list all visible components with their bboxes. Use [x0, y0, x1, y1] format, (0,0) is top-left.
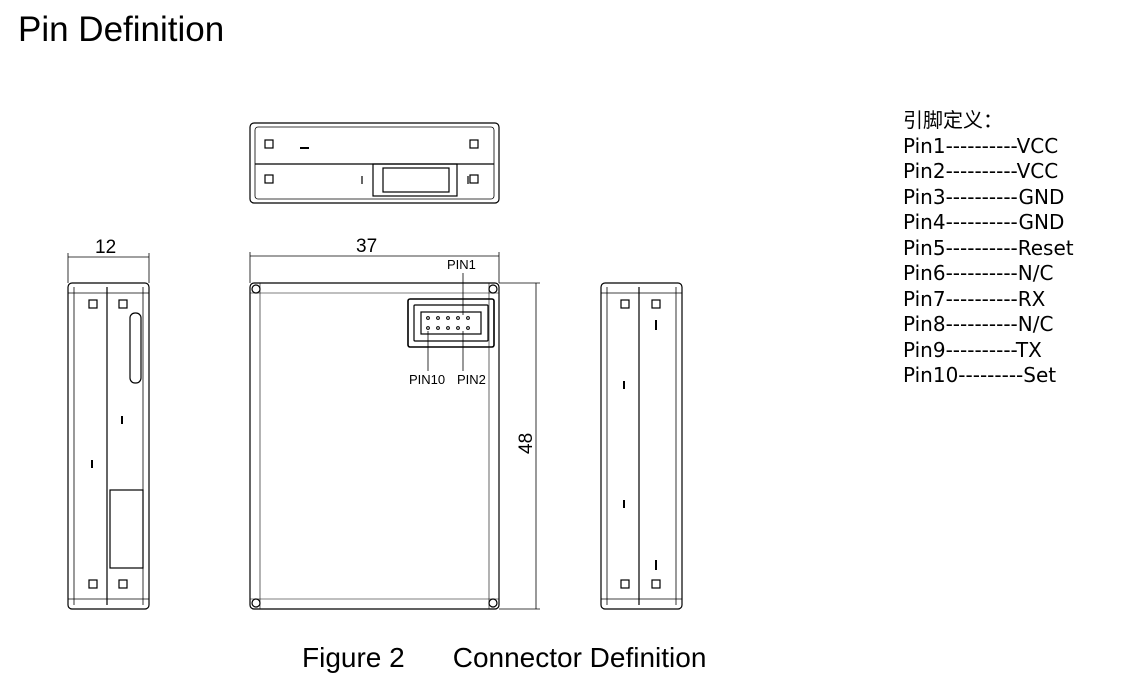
- top-view: [249, 122, 500, 204]
- front-view: [249, 252, 540, 610]
- page-title: Pin Definition: [18, 10, 225, 49]
- pin-list-heading: 引脚定义：: [903, 108, 1003, 132]
- pin-row: Pin2----------VCC: [903, 159, 1059, 183]
- figure-number: Figure 2: [302, 642, 405, 673]
- pin-row: Pin10---------Set: [903, 363, 1057, 387]
- pin-row: Pin3----------GND: [903, 184, 1065, 209]
- pin-row: Pin5----------Reset: [903, 235, 1074, 260]
- pin10-label: PIN10: [409, 372, 445, 387]
- pin-row: Pin7----------RX: [903, 286, 1046, 311]
- front-height-dimension: 48: [516, 433, 537, 454]
- figure-caption: Figure 2 Connector Definition: [302, 642, 706, 674]
- figure-caption-text: Connector Definition: [452, 642, 707, 673]
- pin-row: Pin6----------N/C: [903, 261, 1054, 285]
- pin-definition-list: 引脚定义： Pin1----------VCC Pin2----------VC…: [903, 108, 1074, 389]
- pin2-label: PIN2: [457, 372, 486, 387]
- left-side-view: [67, 253, 150, 610]
- side-width-dimension: 12: [95, 237, 116, 258]
- pin-row: Pin1----------VCC: [903, 133, 1059, 158]
- pin-row: Pin8----------N/C: [903, 312, 1054, 336]
- pin1-label: PIN1: [447, 257, 476, 272]
- right-side-view: [600, 282, 683, 610]
- front-width-dimension: 37: [356, 236, 377, 257]
- pin-row: Pin9----------TX: [903, 337, 1042, 362]
- pin-row: Pin4----------GND: [903, 210, 1065, 234]
